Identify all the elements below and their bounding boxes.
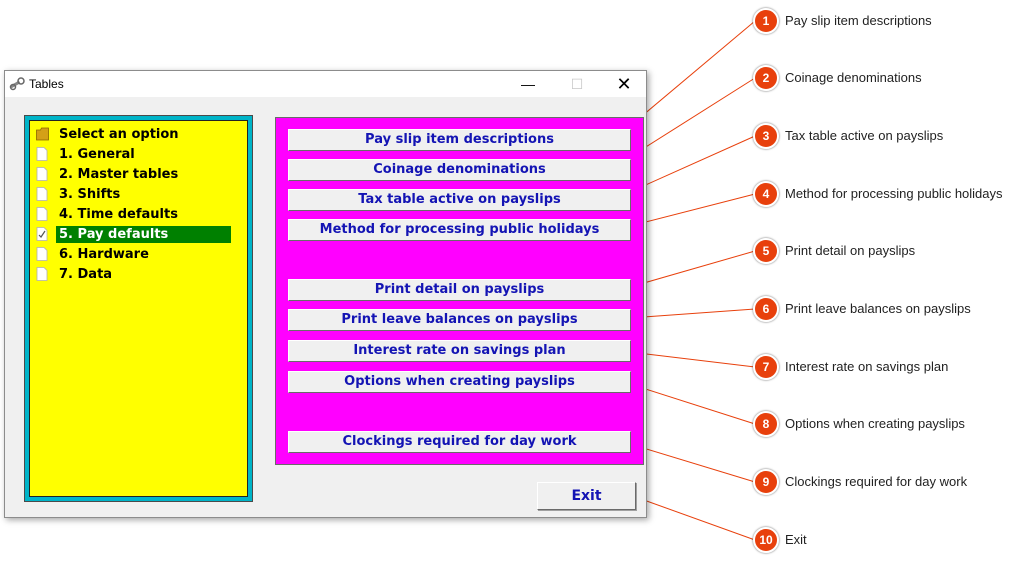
payslip-options-button[interactable]: Options when creating payslips bbox=[288, 371, 631, 393]
public-holidays-method-button[interactable]: Method for processing public holidays bbox=[288, 219, 631, 241]
page-icon bbox=[36, 187, 48, 201]
callout-badge: 2 bbox=[753, 65, 779, 91]
options-tree: Select an option 1. General 2. Master tabl… bbox=[29, 120, 248, 497]
tree-item-label: 7. Data bbox=[59, 267, 113, 282]
tree-item[interactable]: 4. Time defaults bbox=[36, 205, 251, 223]
callout-label: Method for processing public holidays bbox=[785, 186, 1003, 201]
tables-app-icon bbox=[9, 77, 25, 91]
folder-icon bbox=[36, 127, 49, 141]
callout-label: Pay slip item descriptions bbox=[785, 13, 932, 28]
tree-item[interactable]: 3. Shifts bbox=[36, 185, 251, 203]
page-icon bbox=[36, 147, 48, 161]
window-title: Tables bbox=[29, 77, 64, 91]
page-icon bbox=[36, 207, 48, 221]
interest-rate-button[interactable]: Interest rate on savings plan bbox=[288, 340, 631, 362]
clockings-required-button[interactable]: Clockings required for day work bbox=[288, 431, 631, 453]
callout-badge: 1 bbox=[753, 8, 779, 34]
callout-line bbox=[629, 308, 756, 319]
tree-item-label: 5. Pay defaults bbox=[56, 226, 231, 243]
callout-badge: 4 bbox=[753, 181, 779, 207]
tables-window: Tables — ☐ ✕ Select an option 1. General 2… bbox=[4, 70, 647, 518]
page-icon bbox=[36, 267, 48, 281]
tree-item[interactable]: 2. Master tables bbox=[36, 165, 251, 183]
callout-label: Print detail on payslips bbox=[785, 243, 916, 258]
callout-label: Print leave balances on payslips bbox=[785, 301, 971, 316]
callout-badge: 8 bbox=[753, 411, 779, 437]
exit-button[interactable]: Exit bbox=[537, 482, 636, 510]
tax-table-active-button[interactable]: Tax table active on payslips bbox=[288, 189, 631, 211]
minimize-button[interactable]: — bbox=[521, 76, 535, 92]
callout-badge: 6 bbox=[753, 296, 779, 322]
tree-item-label: 2. Master tables bbox=[59, 167, 179, 182]
tree-item-label: Select an option bbox=[59, 127, 179, 142]
print-detail-button[interactable]: Print detail on payslips bbox=[288, 279, 631, 301]
callout-label: Options when creating payslips bbox=[785, 416, 965, 431]
print-leave-balances-button[interactable]: Print leave balances on payslips bbox=[288, 309, 631, 331]
tree-item-label: 6. Hardware bbox=[59, 247, 149, 262]
pay-slip-item-descriptions-button[interactable]: Pay slip item descriptions bbox=[288, 129, 631, 151]
callout-badge: 10 bbox=[753, 527, 779, 553]
close-button[interactable]: ✕ bbox=[616, 74, 632, 94]
tree-item[interactable]: 7. Data bbox=[36, 265, 251, 283]
callout-line bbox=[629, 383, 756, 425]
callout-label: Tax table active on payslips bbox=[785, 128, 944, 143]
page-icon bbox=[36, 247, 48, 261]
callout-badge: 5 bbox=[753, 238, 779, 264]
callout-line bbox=[629, 250, 756, 288]
callout-label: Clockings required for day work bbox=[785, 474, 968, 489]
tree-item[interactable]: 1. General bbox=[36, 145, 251, 163]
tree-item-label: 3. Shifts bbox=[59, 187, 121, 202]
callout-label: Coinage denominations bbox=[785, 70, 922, 85]
tree-item[interactable]: 6. Hardware bbox=[36, 245, 251, 263]
callout-line bbox=[629, 193, 756, 227]
callout-badge: 7 bbox=[753, 354, 779, 380]
tree-item[interactable]: Select an option bbox=[36, 125, 251, 143]
tree-item-label: 4. Time defaults bbox=[59, 207, 178, 222]
callout-line bbox=[629, 77, 756, 158]
tree-item-label: 1. General bbox=[59, 147, 135, 162]
callout-label: Interest rate on savings plan bbox=[785, 359, 949, 374]
page-icon bbox=[36, 167, 48, 181]
title-bar[interactable]: Tables — ☐ ✕ bbox=[5, 71, 646, 97]
callout-line bbox=[629, 135, 756, 193]
callout-badge: 9 bbox=[753, 469, 779, 495]
callout-line bbox=[629, 20, 756, 127]
maximize-button[interactable]: ☐ bbox=[570, 76, 584, 92]
options-tree-frame: Select an option 1. General 2. Master tabl… bbox=[24, 115, 253, 502]
callout-label: Exit bbox=[785, 532, 807, 547]
callout-line bbox=[629, 351, 756, 368]
tree-item[interactable]: 5. Pay defaults bbox=[36, 225, 251, 243]
checked-page-icon bbox=[36, 227, 48, 241]
callout-line bbox=[629, 443, 756, 483]
coinage-denominations-button[interactable]: Coinage denominations bbox=[288, 159, 631, 181]
callout-line bbox=[629, 494, 756, 541]
callout-badge: 3 bbox=[753, 123, 779, 149]
